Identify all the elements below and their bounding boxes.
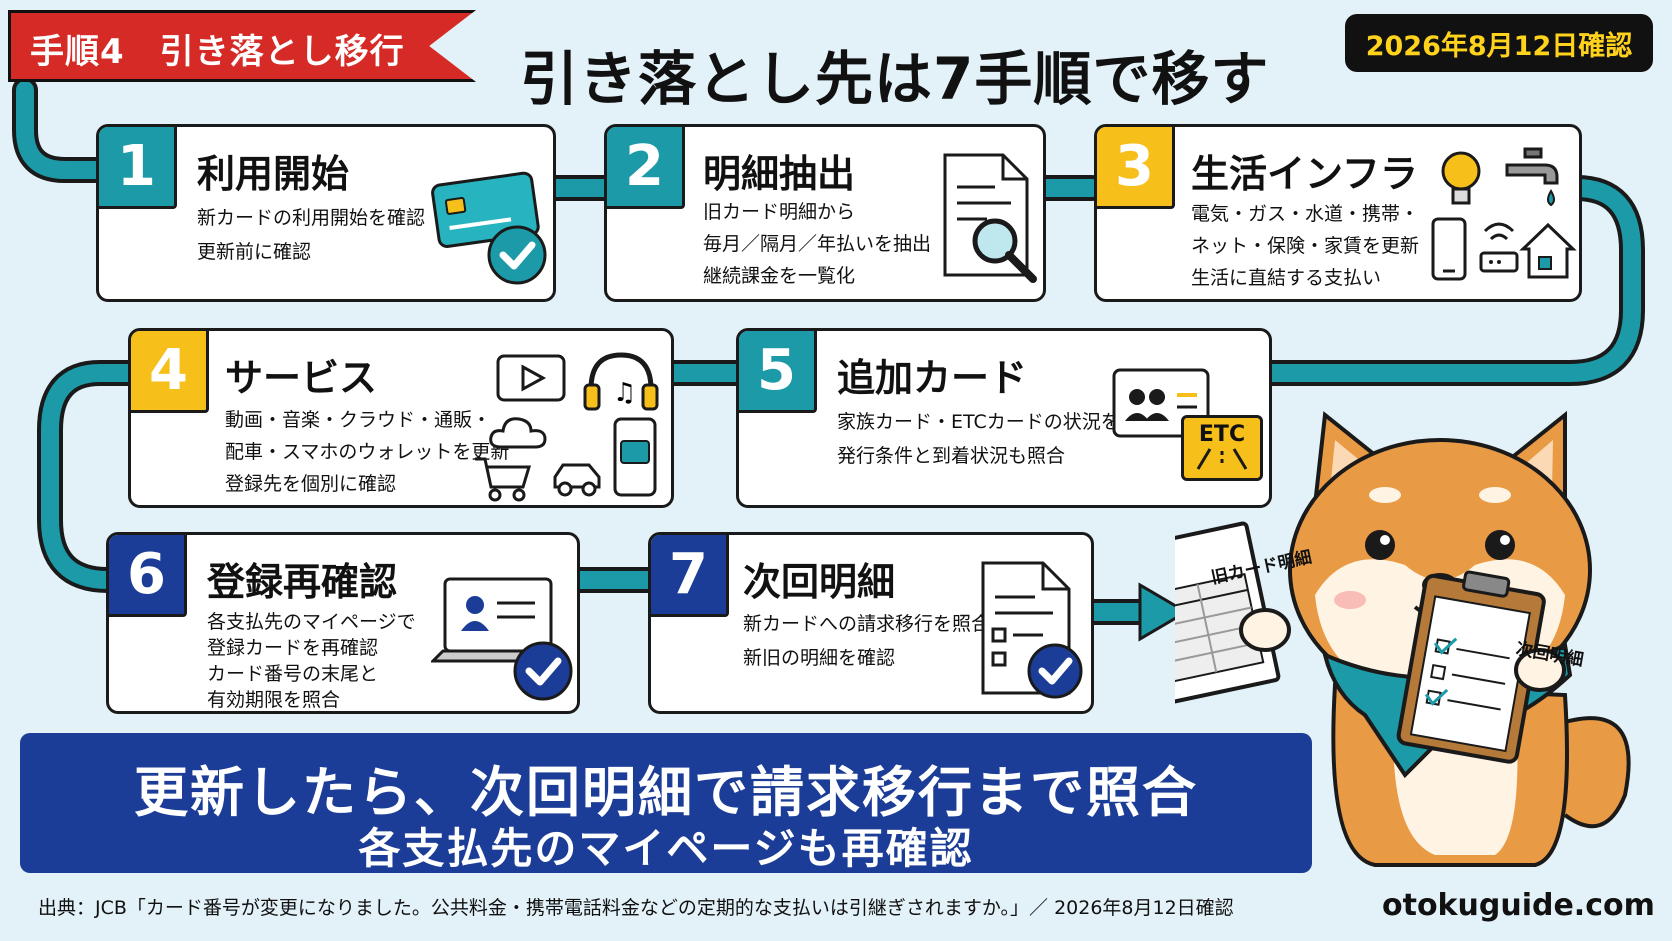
step-line: 発行条件と到着状況も照合: [837, 445, 1066, 467]
step-line: 更新前に確認: [197, 241, 312, 263]
step-title: 生活インフラ: [1191, 152, 1418, 196]
step-card-7: 7 次回明細 新カードへの請求移行を照合 新旧の明細を確認: [648, 532, 1094, 714]
step-line: 各支払先のマイページで: [207, 611, 416, 633]
step-line: 生活に直結する支払い: [1191, 267, 1382, 289]
step-line: 登録カードを再確認: [207, 637, 379, 659]
step-card-4: 4 サービス 動画・音楽・クラウド・通販・ 配車・スマホのウォレットを更新 登録…: [128, 328, 674, 508]
step-number: 6: [109, 535, 187, 617]
step-number: 3: [1097, 127, 1175, 209]
step-title: 明細抽出: [703, 152, 856, 196]
water-faucet-icon: [1505, 147, 1559, 207]
step-title: 追加カード: [837, 356, 1028, 400]
step-card-5: 5 追加カード 家族カード・ETCカードの状況を確認 発行条件と到着状況も照合 …: [736, 328, 1272, 508]
laptop-account-check-icon: [431, 577, 573, 701]
step-line: 新カードへの請求移行を照合: [743, 613, 991, 635]
step-number: 2: [607, 127, 685, 209]
step-number: 1: [99, 127, 177, 209]
step-line: 新旧の明細を確認: [743, 647, 896, 669]
shopping-cart-icon: [475, 457, 532, 502]
step-line: 家族カード・ETCカードの状況を確認: [837, 411, 1158, 433]
credit-card-check-icon: [431, 171, 547, 285]
step-title: 登録再確認: [207, 560, 398, 604]
house-icon: [1519, 222, 1577, 279]
step-number: 7: [651, 535, 729, 617]
document-search-icon: [943, 153, 1037, 283]
shiba-dog-mascot: [1175, 410, 1631, 867]
summary-banner: [20, 733, 1312, 873]
etc-label: ETC: [1198, 422, 1246, 447]
step-line: 配車・スマホのウォレットを更新: [225, 441, 510, 463]
step-line: 動画・音楽・クラウド・通販・: [225, 409, 492, 431]
step-number: 5: [739, 331, 817, 413]
step-card-6: 6 登録再確認 各支払先のマイページで 登録カードを再確認 カード番号の末尾と …: [106, 532, 580, 714]
step-line: 毎月／隔月／年払いを抽出: [703, 233, 932, 255]
page-title: 引き落とし先は7手順で移す: [520, 45, 1270, 113]
etc-card-icon: ETC: [1181, 415, 1263, 481]
step-title: 次回明細: [743, 560, 896, 604]
smartphone-icon: [1431, 217, 1467, 281]
step-number: 4: [131, 331, 209, 413]
video-play-icon: [496, 354, 566, 402]
car-icon: [553, 463, 601, 497]
step-line: 旧カード明細から: [703, 201, 856, 223]
summary-headline: 更新したら、次回明細で請求移行まで照合: [134, 761, 1198, 824]
wallet-phone-icon: [613, 417, 657, 497]
date-badge: 2026年8月12日確認: [1345, 14, 1653, 72]
source-citation: 出典：JCB「カード番号が変更になりました。公共料金・携帯電話料金などの定期的な…: [38, 897, 1234, 919]
headphones-music-icon: ♫: [583, 352, 659, 411]
site-name: otokuguide.com: [1382, 888, 1655, 923]
step-line: カード番号の末尾と: [207, 663, 379, 685]
step-line: 新カードの利用開始を確認: [197, 207, 426, 229]
step-card-2: 2 明細抽出 旧カード明細から 毎月／隔月／年払いを抽出 継続課金を一覧化: [604, 124, 1046, 302]
step-line: ネット・保険・家賃を更新: [1191, 235, 1420, 257]
step-line: 有効期限を照合: [207, 689, 341, 711]
ribbon-label: 手順4 引き落とし移行: [30, 32, 405, 72]
summary-subline: 各支払先のマイページも再確認: [358, 824, 974, 873]
step-card-1: 1 利用開始 新カードの利用開始を確認 更新前に確認: [96, 124, 556, 302]
statement-check-icon: [981, 561, 1083, 699]
step-title: サービス: [225, 356, 378, 400]
step-line: 電気・ガス・水道・携帯・: [1191, 203, 1420, 225]
step-card-3: 3 生活インフラ 電気・ガス・水道・携帯・ ネット・保険・家賃を更新 生活に直結…: [1094, 124, 1582, 302]
step-title: 利用開始: [197, 152, 350, 196]
light-bulb-icon: [1441, 151, 1481, 205]
wifi-router-icon: [1479, 222, 1519, 273]
cloud-icon: [489, 417, 547, 449]
step-line: 登録先を個別に確認: [225, 473, 397, 495]
svg-text:♫: ♫: [613, 378, 636, 408]
step-line: 継続課金を一覧化: [703, 265, 856, 287]
step-ribbon: [8, 10, 476, 82]
